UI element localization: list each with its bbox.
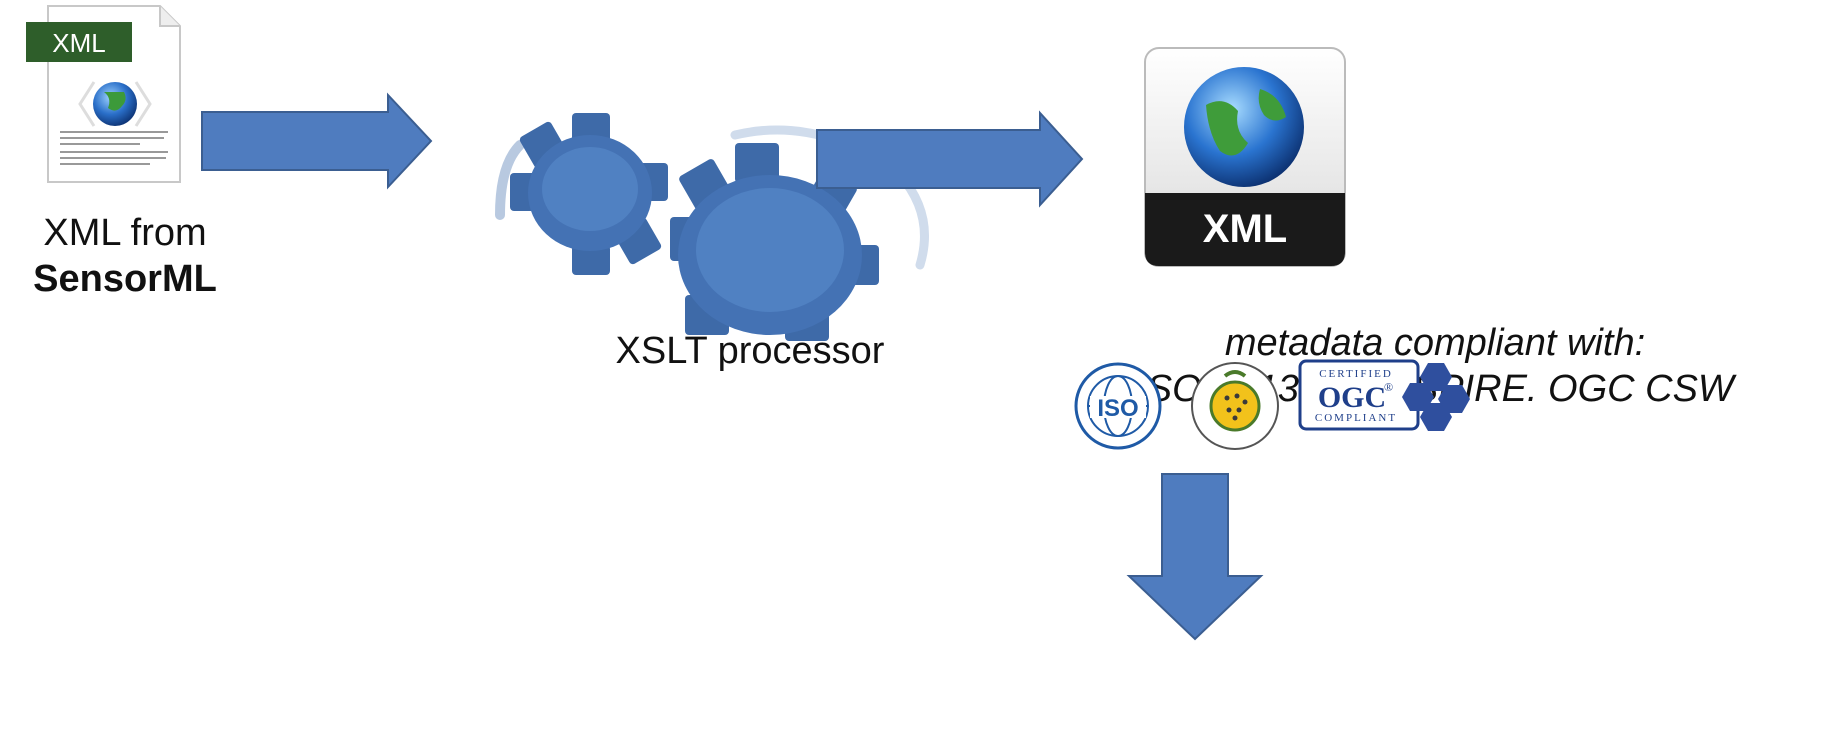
ogc-logo: CERTIFIED OGC ® COMPLIANT <box>1298 359 1470 431</box>
large-gear-icon <box>670 143 879 341</box>
xml-badge-text: XML <box>52 28 105 58</box>
iso-logo-text: ISO <box>1097 395 1138 422</box>
source-label-line2: SensorML <box>33 258 217 300</box>
ogc-registered-mark: ® <box>1384 380 1393 394</box>
xml-file-icon: XML <box>26 5 181 183</box>
iso-logo: ISO <box>1074 362 1162 450</box>
ogc-top-text: CERTIFIED <box>1319 368 1393 380</box>
ogc-bottom-text: COMPLIANT <box>1315 412 1397 424</box>
gears-icon <box>495 113 929 341</box>
xml-output-badge-text: XML <box>1203 207 1287 251</box>
inspire-logo <box>1191 362 1279 450</box>
arrow-down <box>1126 473 1264 641</box>
processor-label: XSLT processor <box>615 330 885 372</box>
source-label: XML from SensorML <box>0 210 250 302</box>
arrow-to-output <box>816 110 1084 208</box>
output-label-line1: metadata compliant with: <box>1224 322 1646 364</box>
xml-output-icon: XML <box>1144 47 1346 267</box>
ogc-main-text: OGC <box>1318 381 1386 414</box>
source-label-line1: XML from <box>43 212 207 254</box>
small-gear-icon <box>510 113 668 275</box>
arrow-to-processor <box>201 92 433 190</box>
